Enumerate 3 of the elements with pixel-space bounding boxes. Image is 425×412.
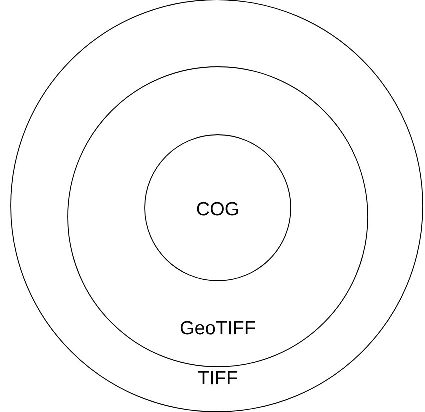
circle-label: TIFF (198, 371, 238, 385)
circle-label: COG (197, 202, 238, 216)
circle-label: GeoTIFF (180, 321, 256, 335)
